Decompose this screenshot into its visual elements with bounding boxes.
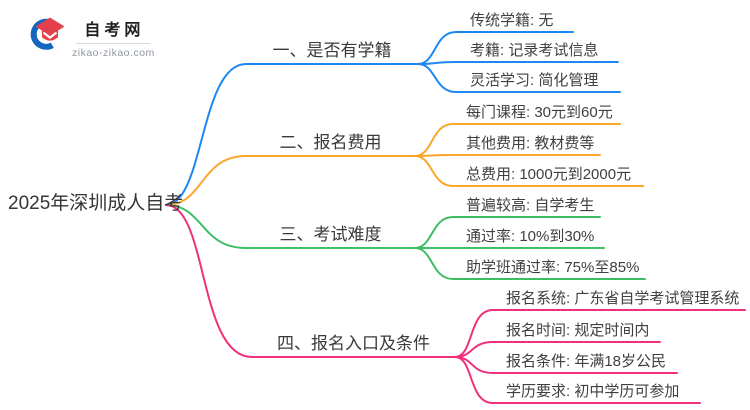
branch-node-4[interactable]: 四、报名入口及条件 [277, 334, 430, 353]
child-node-1-2[interactable]: 考籍: 记录考试信息 [470, 42, 599, 59]
child-node-3-3[interactable]: 助学班通过率: 75%至85% [466, 259, 640, 276]
branch-node-2[interactable]: 二、报名费用 [279, 133, 382, 152]
branch-node-3[interactable]: 三、考试难度 [279, 225, 382, 244]
child-node-1-1[interactable]: 传统学籍: 无 [470, 12, 554, 29]
graduation-cap-icon [30, 17, 65, 50]
branch-node-1[interactable]: 一、是否有学籍 [272, 41, 392, 60]
branch4-child1-line [454, 309, 746, 358]
branch1-line [165, 63, 419, 206]
branch2-line [165, 155, 416, 206]
branch3-child3-line [414, 247, 646, 280]
child-node-4-4[interactable]: 学历要求: 初中学历可参加 [506, 383, 680, 400]
logo-site-domain: zikao-zikao.com [72, 47, 155, 59]
branch3-line [165, 204, 416, 249]
child-node-4-1[interactable]: 报名系统: 广东省自学考试管理系统 [506, 290, 740, 307]
child-node-2-3[interactable]: 总费用: 1000元到2000元 [466, 166, 632, 183]
child-node-2-2[interactable]: 其他费用: 教材费等 [466, 135, 595, 152]
branch1-child3-line [417, 63, 621, 93]
child-node-3-1[interactable]: 普遍较高: 自学考生 [466, 197, 595, 214]
child-node-4-2[interactable]: 报名时间: 规定时间内 [506, 322, 650, 339]
branch3-child1-line [414, 216, 601, 249]
branch4-line [165, 204, 456, 358]
child-node-1-3[interactable]: 灵活学习: 简化管理 [470, 72, 599, 89]
child-node-3-2[interactable]: 通过率: 10%到30% [466, 228, 595, 245]
branch2-child3-line [414, 155, 644, 187]
branch4-child4-line [454, 356, 701, 404]
logo-site-name: 自考网 [76, 14, 151, 44]
branch1-child2-line [417, 61, 619, 65]
child-node-2-1[interactable]: 每门课程: 30元到60元 [466, 104, 613, 121]
branch2-child1-line [414, 123, 621, 157]
child-node-4-3[interactable]: 报名条件: 年满18岁公民 [506, 353, 667, 370]
branch2-child2-line [414, 154, 601, 157]
root-node[interactable]: 2025年深圳成人自考 [8, 193, 184, 214]
branch1-child1-line [417, 31, 574, 65]
site-logo: 自考网 zikao-zikao.com [30, 14, 155, 59]
